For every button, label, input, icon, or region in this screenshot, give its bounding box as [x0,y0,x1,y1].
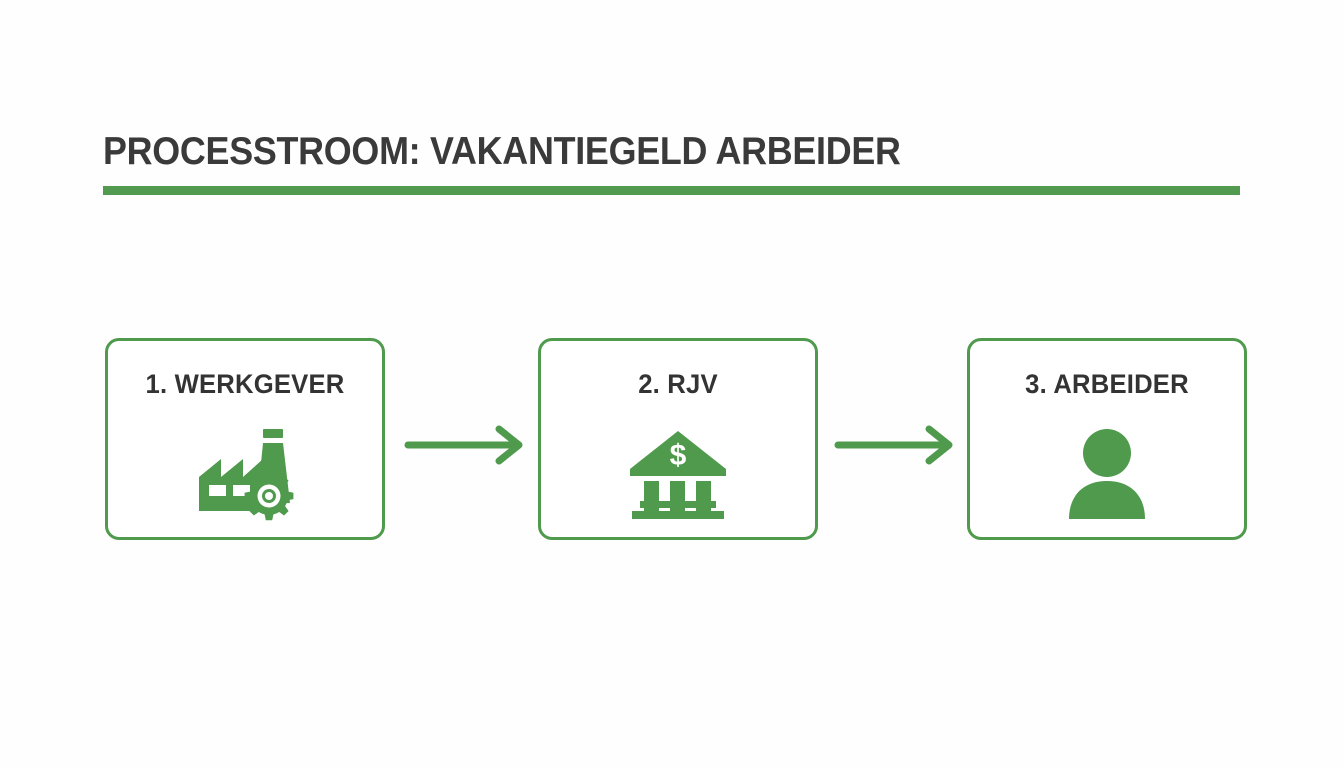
process-flow: 1. WERKGEVER [0,338,1344,542]
svg-text:$: $ [670,439,687,472]
page-title: PROCESSTROOM: VAKANTIEGELD ARBEIDER [103,130,901,173]
title-block: PROCESSTROOM: VAKANTIEGELD ARBEIDER [103,129,1243,195]
flow-node-werkgever[interactable]: 1. WERKGEVER [105,338,385,540]
flow-node-arbeider[interactable]: 3. ARBEIDER [967,338,1247,540]
title-underline-rule [103,186,1240,195]
factory-icon [108,421,382,525]
flow-node-label-arbeider: 3. ARBEIDER [1025,369,1189,399]
arrow-right-icon-2 [833,424,957,466]
person-icon [970,421,1244,525]
flow-node-label-werkgever: 1. WERKGEVER [145,369,345,399]
bank-dollar-icon: $ [541,421,815,525]
arrow-right-icon-1 [403,424,527,466]
flow-node-rjv[interactable]: 2. RJV $ [538,338,818,540]
flow-node-label-rjv: 2. RJV [638,369,718,399]
